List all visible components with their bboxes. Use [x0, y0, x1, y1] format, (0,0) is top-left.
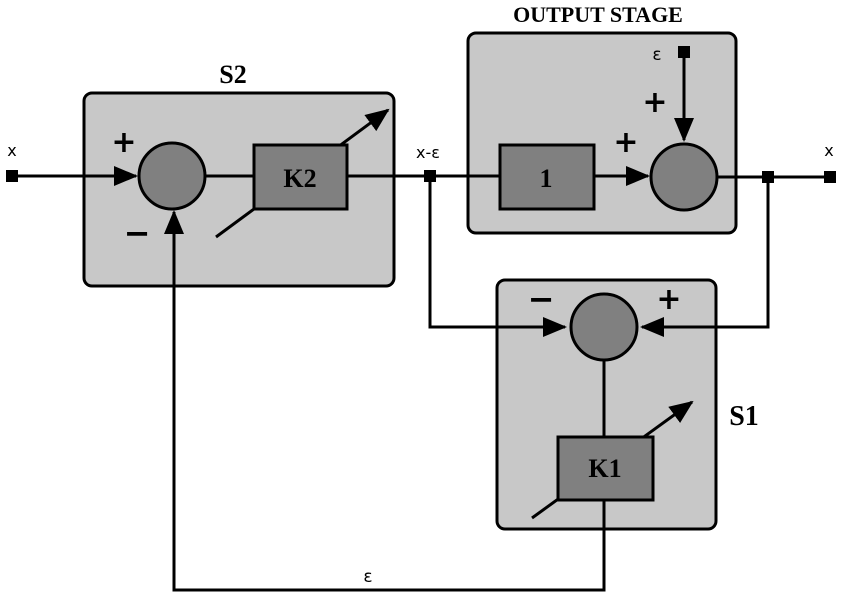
output-signal-label: x [824, 141, 833, 160]
output-to-s1-wire [640, 177, 770, 337]
eps-feedback-label: ε [363, 567, 372, 587]
input-signal-label: x [7, 141, 16, 160]
mid-to-s1-wire [428, 176, 567, 337]
s2-subsystem-box [82, 91, 396, 288]
mid-signal-label: x-ε [416, 143, 440, 162]
input-terminal [6, 170, 18, 182]
s2-summing-junction [137, 141, 207, 211]
s1-title: S1 [729, 401, 759, 432]
s1-plus-sign: + [656, 282, 681, 317]
eps-source-terminal [678, 46, 690, 58]
output-terminal [824, 171, 836, 183]
unity-gain-label: 1 [540, 164, 553, 193]
s1-subsystem-box [495, 278, 718, 531]
feedback-eps-wire [164, 210, 606, 592]
k1-gain-block [556, 435, 655, 502]
output-plus-top-sign: + [642, 85, 667, 120]
k2-gain-block [252, 143, 349, 211]
unity-gain-block [498, 143, 596, 211]
s1-minus-sign: − [528, 280, 555, 318]
output-node [762, 171, 774, 183]
k1-gain-label: K1 [588, 454, 621, 483]
output-plus-left-sign: + [613, 125, 638, 160]
s1-summing-junction [569, 292, 639, 362]
output-stage-title: OUTPUT STAGE [513, 2, 683, 27]
s2-title: S2 [219, 60, 246, 89]
output-summing-junction [649, 142, 719, 212]
mid-node [424, 170, 436, 182]
s2-minus-sign: − [124, 214, 151, 252]
eps-top-label: ε [652, 45, 661, 65]
s2-plus-sign: + [111, 125, 136, 160]
k2-gain-label: K2 [283, 164, 316, 193]
